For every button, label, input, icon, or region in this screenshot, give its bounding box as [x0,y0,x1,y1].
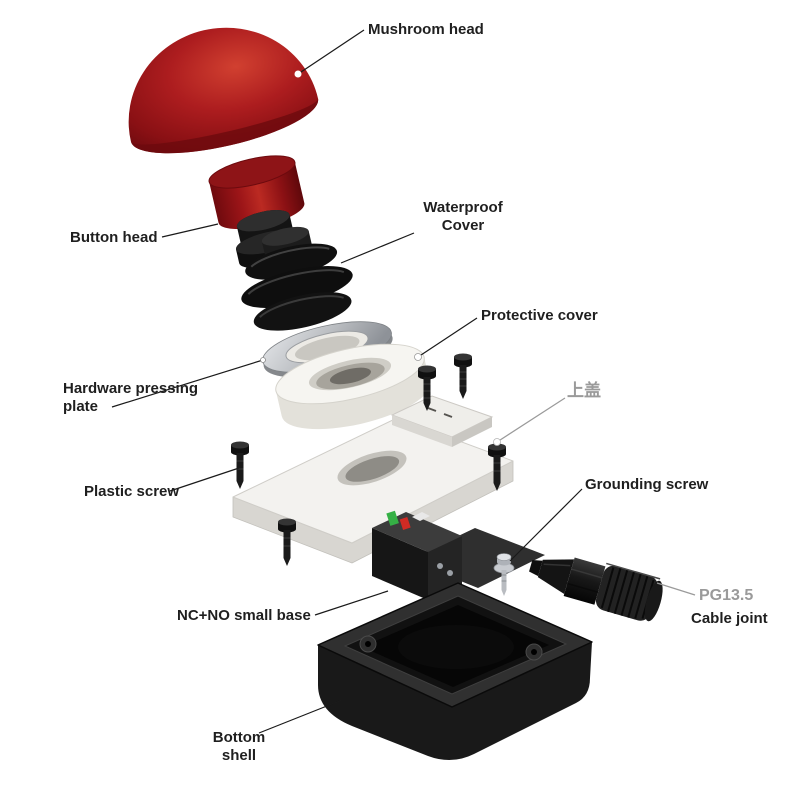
label-nc-no-small-base-text: NC+NO small base [177,607,311,624]
label-pg-size-text: PG13.5 [699,587,754,604]
leader-mushroom-head [297,29,365,75]
grounding-screw-part [493,553,515,596]
plastic-screws-part [231,353,506,566]
label-cable-joint-text: Cable joint [691,610,768,627]
leader-dot-protective [414,353,422,361]
label-mushroom-head: Mushroom head [368,21,484,39]
leader-cable-joint [656,582,696,596]
label-mushroom-head-text: Mushroom head [368,21,484,38]
label-waterproof-line1: Waterproof [423,199,503,216]
label-grounding-screw: Grounding screw [585,476,708,494]
label-waterproof-line2: Cover [441,217,485,234]
label-protective-cover: Protective cover [481,307,598,325]
label-top-cover: 上盖 [567,382,601,400]
label-hardware-line1: Hardware pressing [63,380,199,397]
leader-hardware-plate [111,359,264,408]
label-button-head: Button head [70,229,158,247]
leader-button-head [161,223,219,238]
label-plastic-screw: Plastic screw [84,483,179,501]
label-nc-no-small-base: NC+NO small base [177,607,311,625]
label-hardware-pressing-plate: Hardware pressing plate [63,380,198,416]
label-grounding-screw-text: Grounding screw [585,476,709,493]
protective-cover-part [275,343,431,430]
leader-dot-hardware [260,357,266,363]
label-bottom-shell-line2: shell [221,747,257,764]
cable-gland-part [529,557,663,622]
label-plastic-screw-text: Plastic screw [84,483,180,500]
label-waterproof-cover: Waterproof Cover [408,199,518,235]
label-top-cover-text: 上盖 [567,381,601,400]
label-hardware-line2: plate [63,398,99,415]
leader-plastic-screw [169,466,243,492]
bottom-shell-part [317,582,593,761]
leader-top-cover [496,397,566,443]
leader-lines [111,29,696,734]
leader-waterproof-cover [340,232,415,264]
leader-dot-mushroom [294,70,302,78]
mushroom-head-part [128,27,319,154]
label-button-head-text: Button head [70,229,158,246]
label-bottom-shell-line1: Bottom [212,729,266,746]
leader-protective-cover [417,317,478,358]
leader-nc-base [314,590,389,616]
nc-no-small-base-part [372,510,545,600]
leader-dot-top-cover [493,438,501,446]
label-protective-cover-text: Protective cover [481,307,598,324]
waterproof-cover-part [241,226,353,331]
top-cover-part [232,395,514,564]
label-bottom-shell: Bottom shell [203,729,275,765]
label-pg-size: PG13.5 [699,587,753,605]
label-cable-joint: Cable joint [691,610,768,628]
leader-grounding-screw [509,488,583,562]
leader-bottom-shell [258,699,343,734]
